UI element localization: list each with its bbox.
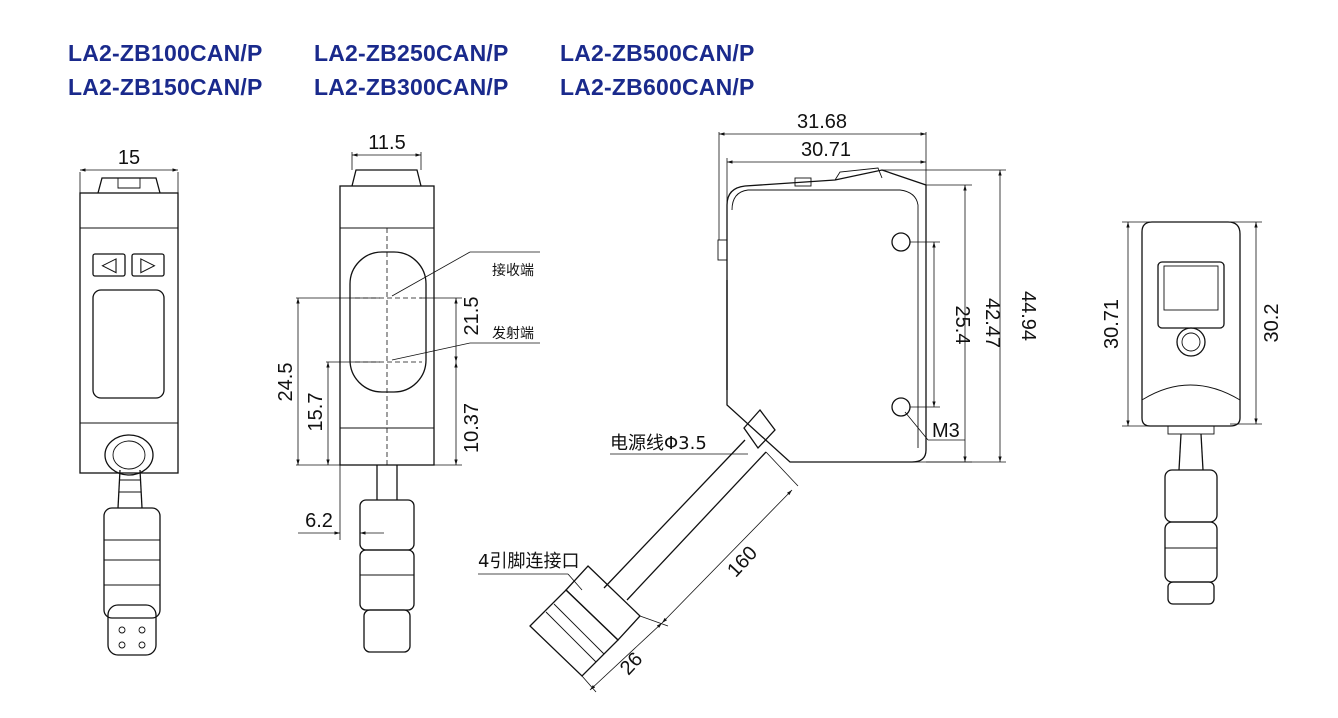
cable-label: 电源线Φ3.5 bbox=[610, 433, 707, 454]
model-row: LA2-ZB100CAN/P LA2-ZB250CAN/P LA2-ZB500C… bbox=[68, 36, 806, 70]
dim-30-71: 30.71 bbox=[1101, 299, 1123, 349]
connector-label: 4引脚连接口 bbox=[478, 551, 579, 572]
model-row: LA2-ZB150CAN/P LA2-ZB300CAN/P LA2-ZB600C… bbox=[68, 70, 806, 104]
dim-21-5: 21.5 bbox=[461, 297, 483, 336]
left-button bbox=[92, 253, 126, 277]
lens-window bbox=[349, 251, 427, 393]
dim-11-5: 11.5 bbox=[368, 132, 405, 154]
dim-160: 160 bbox=[723, 542, 762, 581]
model-list: LA2-ZB100CAN/P LA2-ZB250CAN/P LA2-ZB500C… bbox=[68, 36, 806, 104]
dim-31-68: 31.68 bbox=[797, 111, 847, 133]
emitter-label: 发射端 bbox=[492, 326, 534, 342]
dim-30-2: 30.2 bbox=[1261, 304, 1283, 343]
receiver-label: 接收端 bbox=[492, 262, 534, 279]
dim-26: 26 bbox=[616, 648, 647, 679]
dim-30-71: 30.71 bbox=[801, 139, 851, 161]
side-view: 接收端 发射端 11.5 21.5 10.37 24.5 15.7 bbox=[275, 132, 540, 653]
mount-hole bbox=[891, 397, 911, 417]
dim-44-94: 44.94 bbox=[1017, 291, 1039, 341]
right-button bbox=[131, 253, 165, 277]
dim-42-47: 42.47 bbox=[981, 298, 1003, 348]
m3-label: M3 bbox=[932, 420, 960, 442]
iso-view: 31.68 30.71 25.4 42.47 44.94 M3 电源线Φ3.5 … bbox=[478, 111, 1039, 693]
model-name: LA2-ZB100CAN/P bbox=[68, 39, 263, 66]
front-view: ◁ ▷ 15 bbox=[79, 147, 179, 656]
model-name: LA2-ZB500CAN/P bbox=[560, 39, 755, 66]
back-view: 30.71 30.2 bbox=[1101, 221, 1283, 605]
left-arrow-icon: ◁ bbox=[101, 254, 117, 276]
model-name: LA2-ZB150CAN/P bbox=[68, 73, 263, 100]
model-name: LA2-ZB300CAN/P bbox=[314, 73, 509, 100]
dim-24-5: 24.5 bbox=[275, 363, 297, 402]
dim-15-7: 15.7 bbox=[305, 393, 327, 432]
dim-10-37: 10.37 bbox=[461, 403, 483, 453]
display-window bbox=[92, 289, 165, 399]
dim-15: 15 bbox=[118, 147, 140, 169]
mount-hole bbox=[891, 232, 911, 252]
dim-6-2: 6.2 bbox=[305, 510, 333, 532]
dim-25-4: 25.4 bbox=[951, 306, 973, 345]
model-name: LA2-ZB250CAN/P bbox=[314, 39, 509, 66]
model-name: LA2-ZB600CAN/P bbox=[560, 73, 755, 100]
right-arrow-icon: ▷ bbox=[140, 254, 156, 276]
